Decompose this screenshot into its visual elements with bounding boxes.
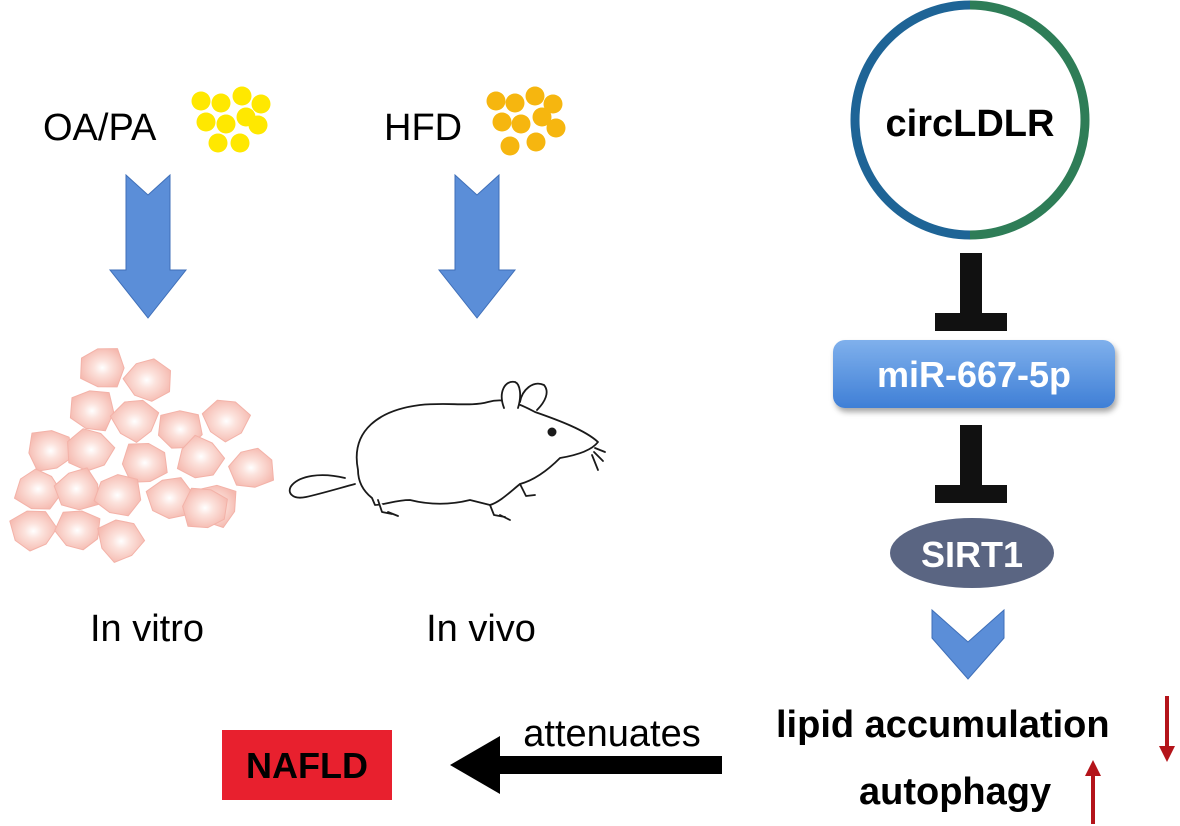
sirt-label: SIRT1 [921,534,1023,575]
sirt-ellipse [890,518,1054,588]
hepatocyte-cell [54,510,101,551]
attenuates-label: attenuates [523,713,700,755]
in-vivo-label: In vivo [426,608,536,650]
in-vivo-down-arrow [437,173,517,319]
hepatocyte-cell [109,399,160,443]
hepatocyte-cell [122,358,171,402]
lipid-down-arrow-icon [1159,696,1175,762]
hfd-label: HFD [384,107,462,149]
hepatocyte-cell [228,447,274,488]
oapa-particles-icon [191,86,271,153]
autophagy-label: autophagy [859,771,1051,813]
hepatocyte-cell [28,430,73,472]
hepatocyte-cell [67,428,116,472]
hepatocyte-cell [9,510,58,552]
inhibit-symbol-mir-sirt [935,425,1007,503]
nafld-box [222,730,392,800]
in-vitro-down-arrow [108,173,188,319]
hepatocyte-cell [69,390,115,432]
mouse-icon [288,380,606,521]
oapa-label: OA/PA [43,107,157,149]
sirt-chevron-arrow [931,608,1005,680]
nafld-label: NAFLD [246,745,368,786]
circ-label: circLDLR [886,103,1055,145]
hepatocyte-cell [53,467,99,511]
hfd-particles-icon [486,86,566,156]
attenuates-left-arrow [450,736,722,794]
hepatocyte-cell [97,519,146,563]
hepatocyte-cell [121,443,168,483]
mir-label: miR-667-5p [877,354,1071,395]
lipid-label: lipid accumulation [776,704,1110,746]
inhibit-symbol-circ-mir [935,253,1007,331]
autophagy-up-arrow-icon [1085,760,1101,824]
hepatocyte-cell [14,468,63,510]
hepatocyte-cell [201,399,251,443]
hepatocyte-cell [176,434,226,479]
circ-ring [850,0,1090,240]
hepatocyte-cell [182,487,228,529]
hepatocyte-cell [80,348,125,388]
hepatocyte-cell [93,474,142,517]
in-vitro-label: In vitro [90,608,204,650]
mir-box [833,340,1115,408]
hepatocyte-cells-icon [9,348,274,563]
